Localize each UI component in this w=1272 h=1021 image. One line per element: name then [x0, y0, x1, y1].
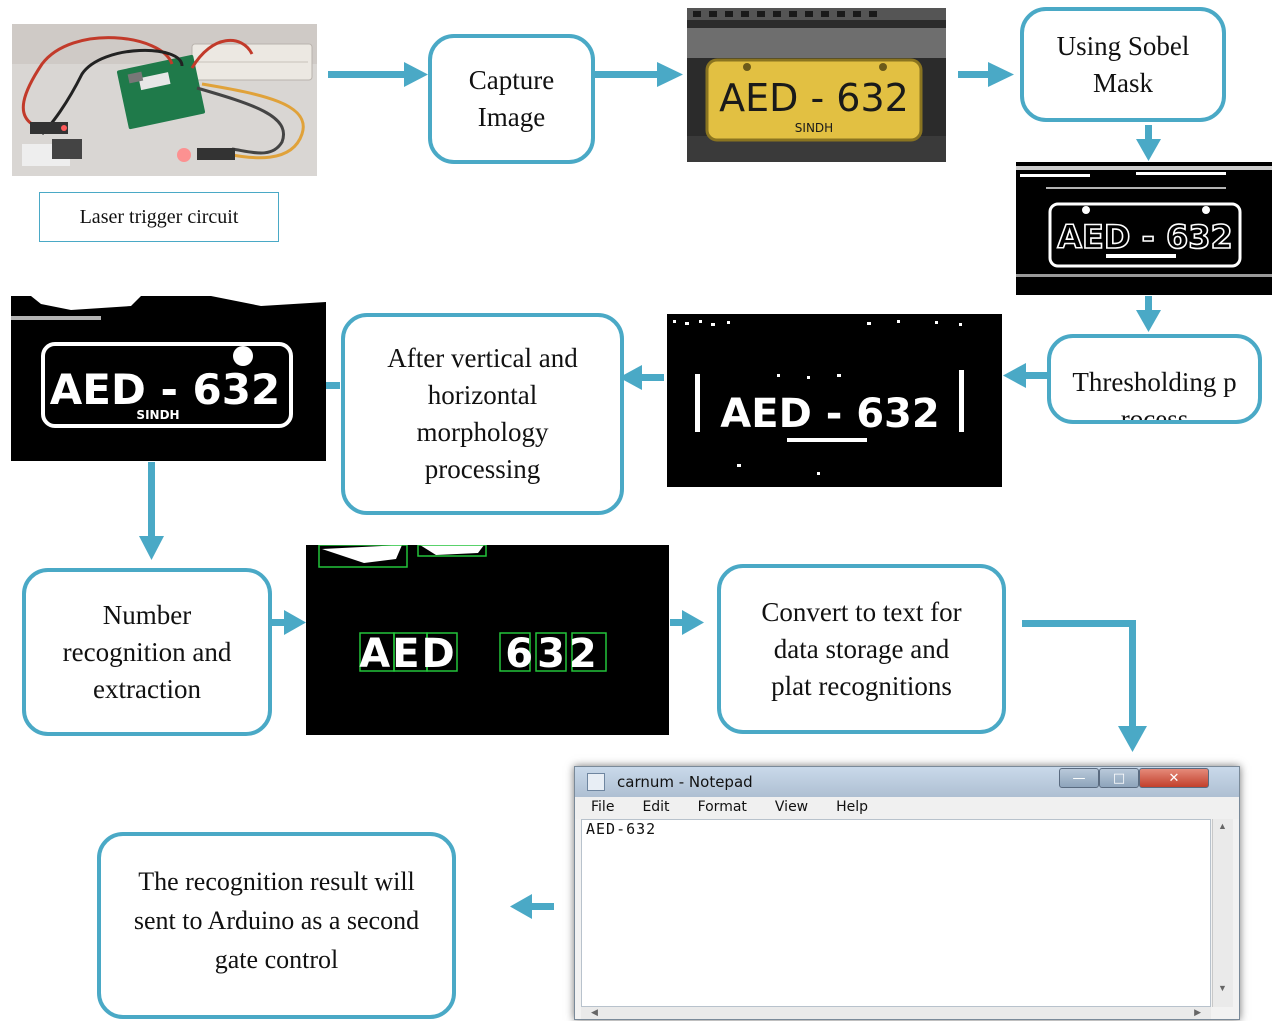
- morphology-image: AED - 632 SINDH: [11, 296, 326, 461]
- scroll-right-icon[interactable]: ▶: [1194, 1007, 1201, 1017]
- notepad-window: carnum - Notepad — □ ✕ File Edit Format …: [574, 766, 1240, 1020]
- segmented-left-text: AED: [359, 631, 456, 677]
- convert-text-step: Convert to text for data storage and pla…: [717, 564, 1006, 734]
- morph-plate-region: SINDH: [136, 408, 179, 422]
- plate-number: AED - 632: [719, 76, 909, 120]
- threshold-image: AED - 632: [667, 314, 1002, 487]
- scroll-up-icon[interactable]: ▲: [1218, 821, 1227, 831]
- menu-format[interactable]: Format: [697, 799, 747, 815]
- plate-photo: AED - 632 SINDH: [687, 8, 946, 162]
- thresholding-step: Thresholding process: [1047, 334, 1262, 424]
- edge-image: AED - 632: [1016, 162, 1272, 295]
- notepad-titlebar: carnum - Notepad — □ ✕: [575, 767, 1239, 797]
- menu-help[interactable]: Help: [836, 799, 869, 815]
- thresholding-label: Thresholding process: [1072, 367, 1237, 424]
- horizontal-scrollbar[interactable]: ◀ ▶: [581, 1007, 1211, 1019]
- close-icon: ✕: [1168, 770, 1180, 786]
- segmented-right-text: 632: [505, 631, 601, 677]
- maximize-icon: □: [1112, 770, 1126, 786]
- circuit-photo: [12, 24, 317, 176]
- recognition-step: Number recognition and extraction: [22, 568, 272, 736]
- scroll-down-icon[interactable]: ▼: [1218, 983, 1227, 993]
- circuit-caption-text: Laser trigger circuit: [79, 205, 239, 228]
- notepad-content: AED-632: [586, 820, 657, 838]
- morph-plate-text: AED - 632: [50, 365, 280, 414]
- sobel-mask-label: Using Sobel Mask: [1056, 30, 1190, 98]
- minimize-button[interactable]: —: [1059, 768, 1099, 788]
- sobel-mask-step: Using Sobel Mask: [1020, 7, 1226, 122]
- morphology-label: After vertical and horizontal morphology…: [387, 343, 578, 484]
- close-button[interactable]: ✕: [1139, 768, 1209, 788]
- result-label: The recognition result will sent to Ardu…: [133, 867, 420, 974]
- scroll-left-icon[interactable]: ◀: [591, 1007, 598, 1017]
- menu-file[interactable]: File: [591, 799, 615, 815]
- threshold-plate-text: AED - 632: [720, 391, 939, 437]
- notepad-title: carnum - Notepad: [617, 773, 753, 791]
- menu-edit[interactable]: Edit: [642, 799, 670, 815]
- minimize-icon: —: [1072, 770, 1086, 786]
- capture-image-label: Capture Image: [468, 65, 555, 132]
- notepad-text-area[interactable]: AED-632: [581, 819, 1211, 1007]
- vertical-scrollbar[interactable]: ▲ ▼: [1212, 819, 1233, 1007]
- notepad-app-icon: [587, 773, 605, 791]
- recognition-label: Number recognition and extraction: [62, 599, 232, 704]
- segmentation-image: AED 632: [306, 545, 669, 735]
- convert-text-label: Convert to text for data storage and pla…: [761, 597, 962, 701]
- plate-region: SINDH: [795, 121, 833, 135]
- result-step: The recognition result will sent to Ardu…: [97, 832, 456, 1019]
- edge-plate-text: AED - 632: [1057, 218, 1233, 256]
- morphology-step: After vertical and horizontal morphology…: [341, 313, 624, 515]
- circuit-caption: Laser trigger circuit: [39, 192, 279, 242]
- notepad-menubar: File Edit Format View Help: [575, 797, 1239, 819]
- capture-image-step: Capture Image: [428, 34, 595, 164]
- menu-view[interactable]: View: [774, 799, 809, 815]
- maximize-button[interactable]: □: [1099, 768, 1139, 788]
